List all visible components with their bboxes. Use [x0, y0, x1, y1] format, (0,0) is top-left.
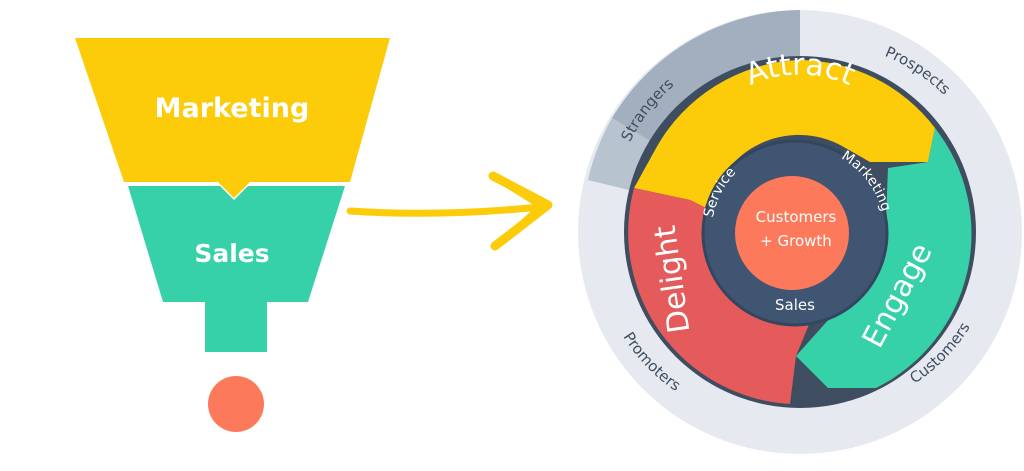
- flywheel-inner-ring-edge: [701, 139, 889, 327]
- funnel-marketing-label: Marketing: [155, 93, 310, 124]
- transition-arrow: [346, 171, 553, 251]
- funnel-sales-section: [128, 186, 345, 352]
- marketing-sales-funnel: Marketing Sales: [75, 38, 390, 432]
- stage-engage-segment: [796, 128, 972, 388]
- funnel-marketing-section: [75, 38, 390, 198]
- flywheel-center: [735, 176, 849, 290]
- arrow-head-stroke: [505, 183, 543, 237]
- inner-label-sales: Sales: [775, 296, 815, 314]
- center-label-line1: Customers: [756, 208, 837, 226]
- flywheel: Customers + Growth Strangers Prospects C…: [578, 10, 1022, 454]
- arrow-shaft: [346, 203, 544, 217]
- center-label-line2: + Growth: [760, 232, 832, 250]
- stage-attract-segment: [634, 60, 935, 210]
- funnel-dot: [208, 376, 264, 432]
- stage-delight-segment: [628, 188, 810, 404]
- funnel-sales-label: Sales: [194, 239, 269, 268]
